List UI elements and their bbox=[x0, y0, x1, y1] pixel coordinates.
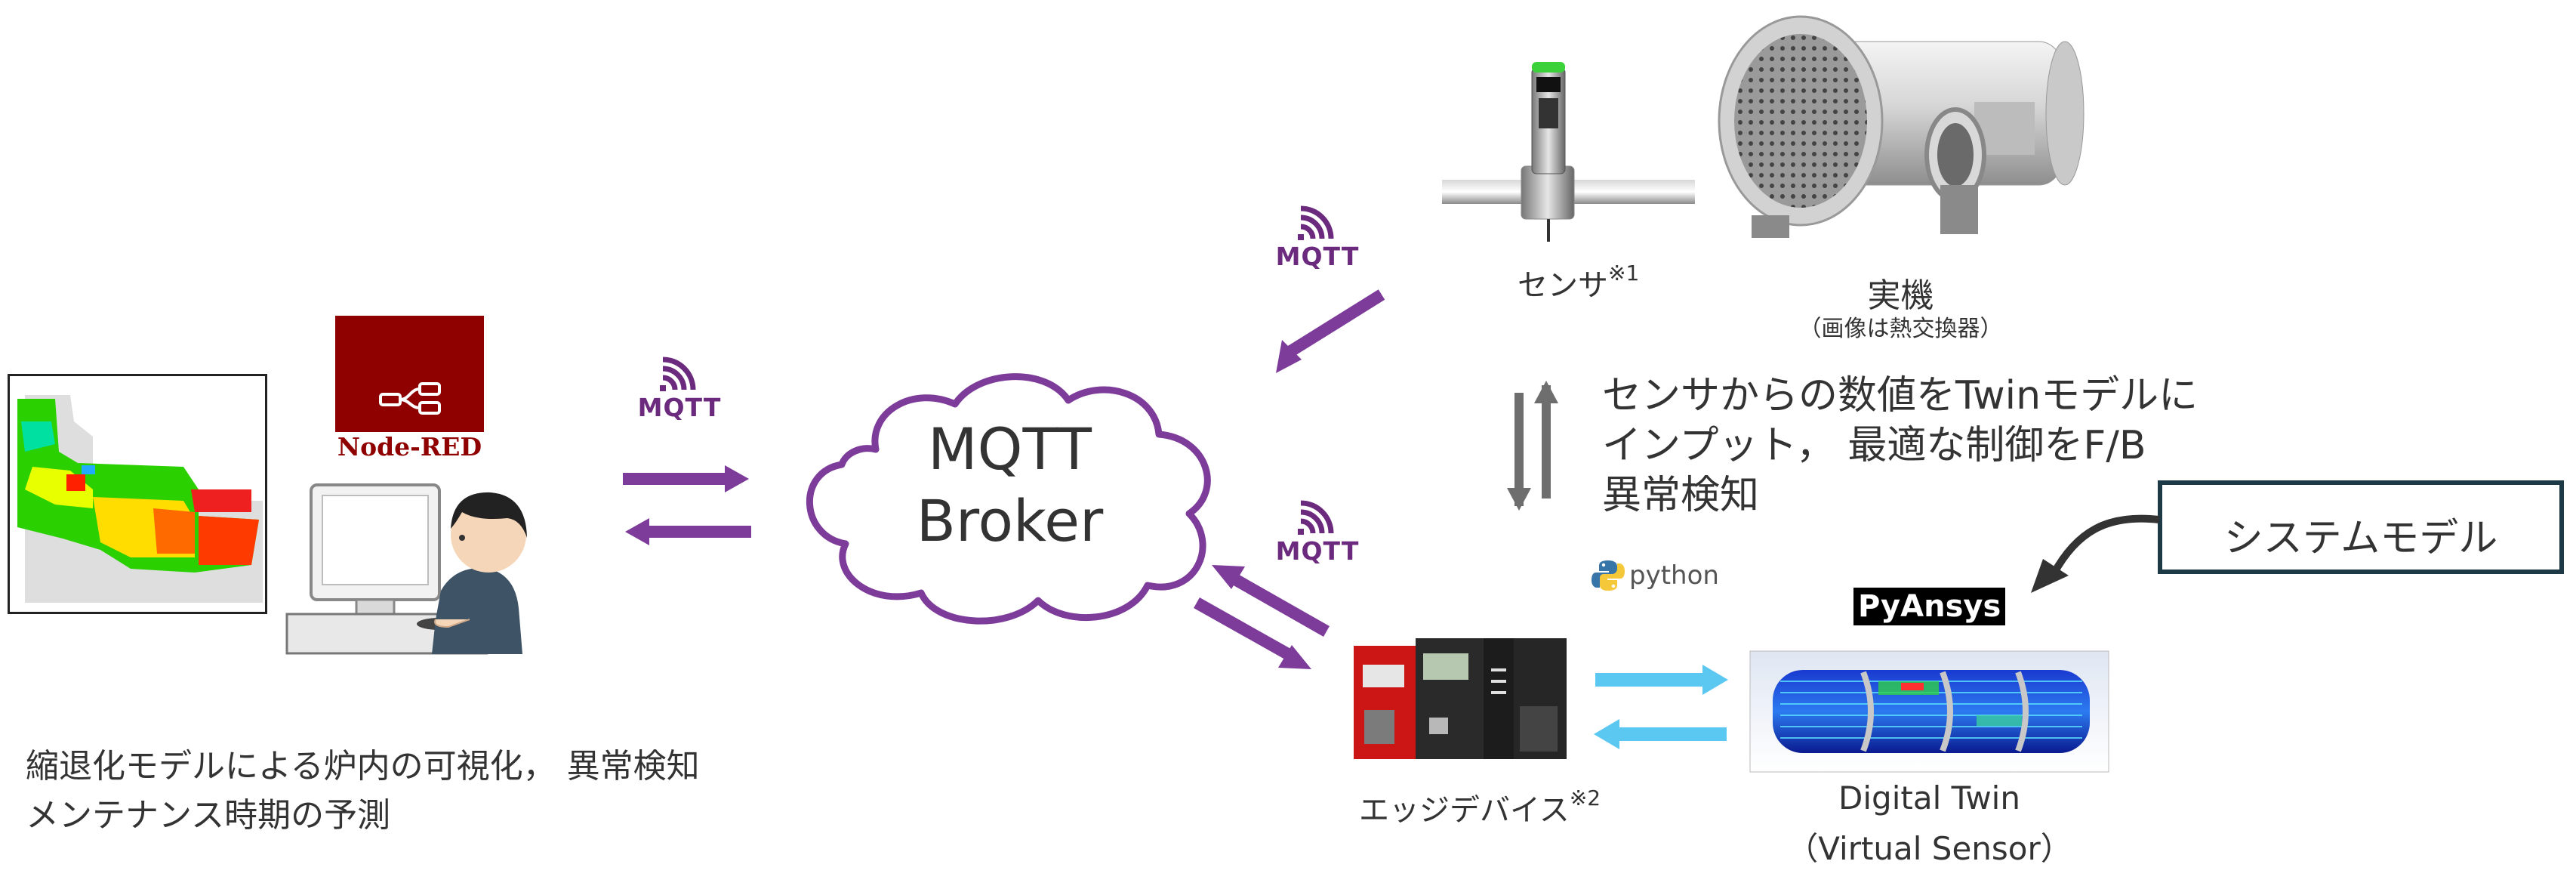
edge-device-label: エッジデバイス※2 bbox=[1359, 786, 1601, 829]
digital-twin-label: Digital Twin bbox=[1838, 779, 2020, 816]
broker-edge-arrows bbox=[1194, 565, 1330, 669]
sensor-label-text: センサ bbox=[1518, 268, 1608, 303]
system-model-label: システムモデル bbox=[2223, 516, 2498, 561]
mqtt-broker-cloud bbox=[806, 373, 1211, 625]
node-red-label: Node-RED bbox=[337, 432, 482, 461]
heat-exchanger-image bbox=[1718, 15, 2085, 238]
mqtt-badge-label: MQTT bbox=[1275, 242, 1360, 271]
python-label: python bbox=[1629, 560, 1719, 591]
mqtt-badge: MQTT bbox=[1272, 204, 1363, 276]
mqtt-signal-icon bbox=[1298, 500, 1334, 535]
operator-at-computer-illustration bbox=[285, 483, 527, 655]
left-caption-line1: 縮退化モデルによる炉内の可視化， 異常検知 bbox=[26, 747, 700, 786]
node-red-logo bbox=[335, 316, 484, 432]
feedback-up-down-arrows bbox=[1507, 381, 1558, 511]
edge-device-image bbox=[1354, 638, 1567, 759]
mqtt-badge: MQTT bbox=[634, 355, 725, 427]
real-machine-label: 実機 bbox=[1867, 276, 1934, 315]
sensor-footnote: ※1 bbox=[1608, 261, 1640, 286]
node-red-broker-arrows bbox=[623, 465, 751, 545]
sensor-to-broker-arrow bbox=[1276, 289, 1385, 373]
mqtt-badge: MQTT bbox=[1272, 499, 1363, 570]
feedback-text-line1: センサからの数値をTwinモデルに bbox=[1602, 373, 2199, 418]
digital-twin-sublabel: （Virtual Sensor） bbox=[1786, 830, 2072, 867]
digital-twin-image bbox=[1749, 650, 2109, 773]
edge-device-footnote: ※2 bbox=[1569, 786, 1601, 810]
mqtt-signal-icon bbox=[660, 357, 696, 391]
sensor-label: センサ※1 bbox=[1518, 261, 1639, 304]
mqtt-badge-label: MQTT bbox=[1275, 536, 1360, 566]
mqtt-badge-label: MQTT bbox=[637, 393, 722, 422]
pyansys-logo: PyAnsys bbox=[1853, 588, 2006, 625]
mqtt-signal-icon bbox=[1298, 205, 1334, 240]
rom-visualization-image bbox=[8, 374, 267, 614]
system-model-box: システムモデル bbox=[2158, 480, 2564, 574]
python-icon bbox=[1592, 560, 1625, 591]
left-caption-line2: メンテナンス時期の予測 bbox=[26, 796, 391, 835]
edge-device-label-text: エッジデバイス bbox=[1359, 793, 1570, 828]
broker-title-line1: MQTT bbox=[928, 415, 1092, 483]
real-machine-sublabel: （画像は熱交換器） bbox=[1798, 316, 2003, 342]
broker-title-line2: Broker bbox=[916, 487, 1104, 554]
feedback-text-line2: インプット， 最適な制御をF/B bbox=[1602, 423, 2146, 468]
edge-twin-arrows bbox=[1594, 665, 1728, 749]
sensor-image bbox=[1442, 62, 1695, 242]
system-model-arrow bbox=[2031, 514, 2160, 593]
feedback-text-line3: 異常検知 bbox=[1602, 473, 1760, 518]
flow-nodes-icon bbox=[379, 382, 441, 415]
